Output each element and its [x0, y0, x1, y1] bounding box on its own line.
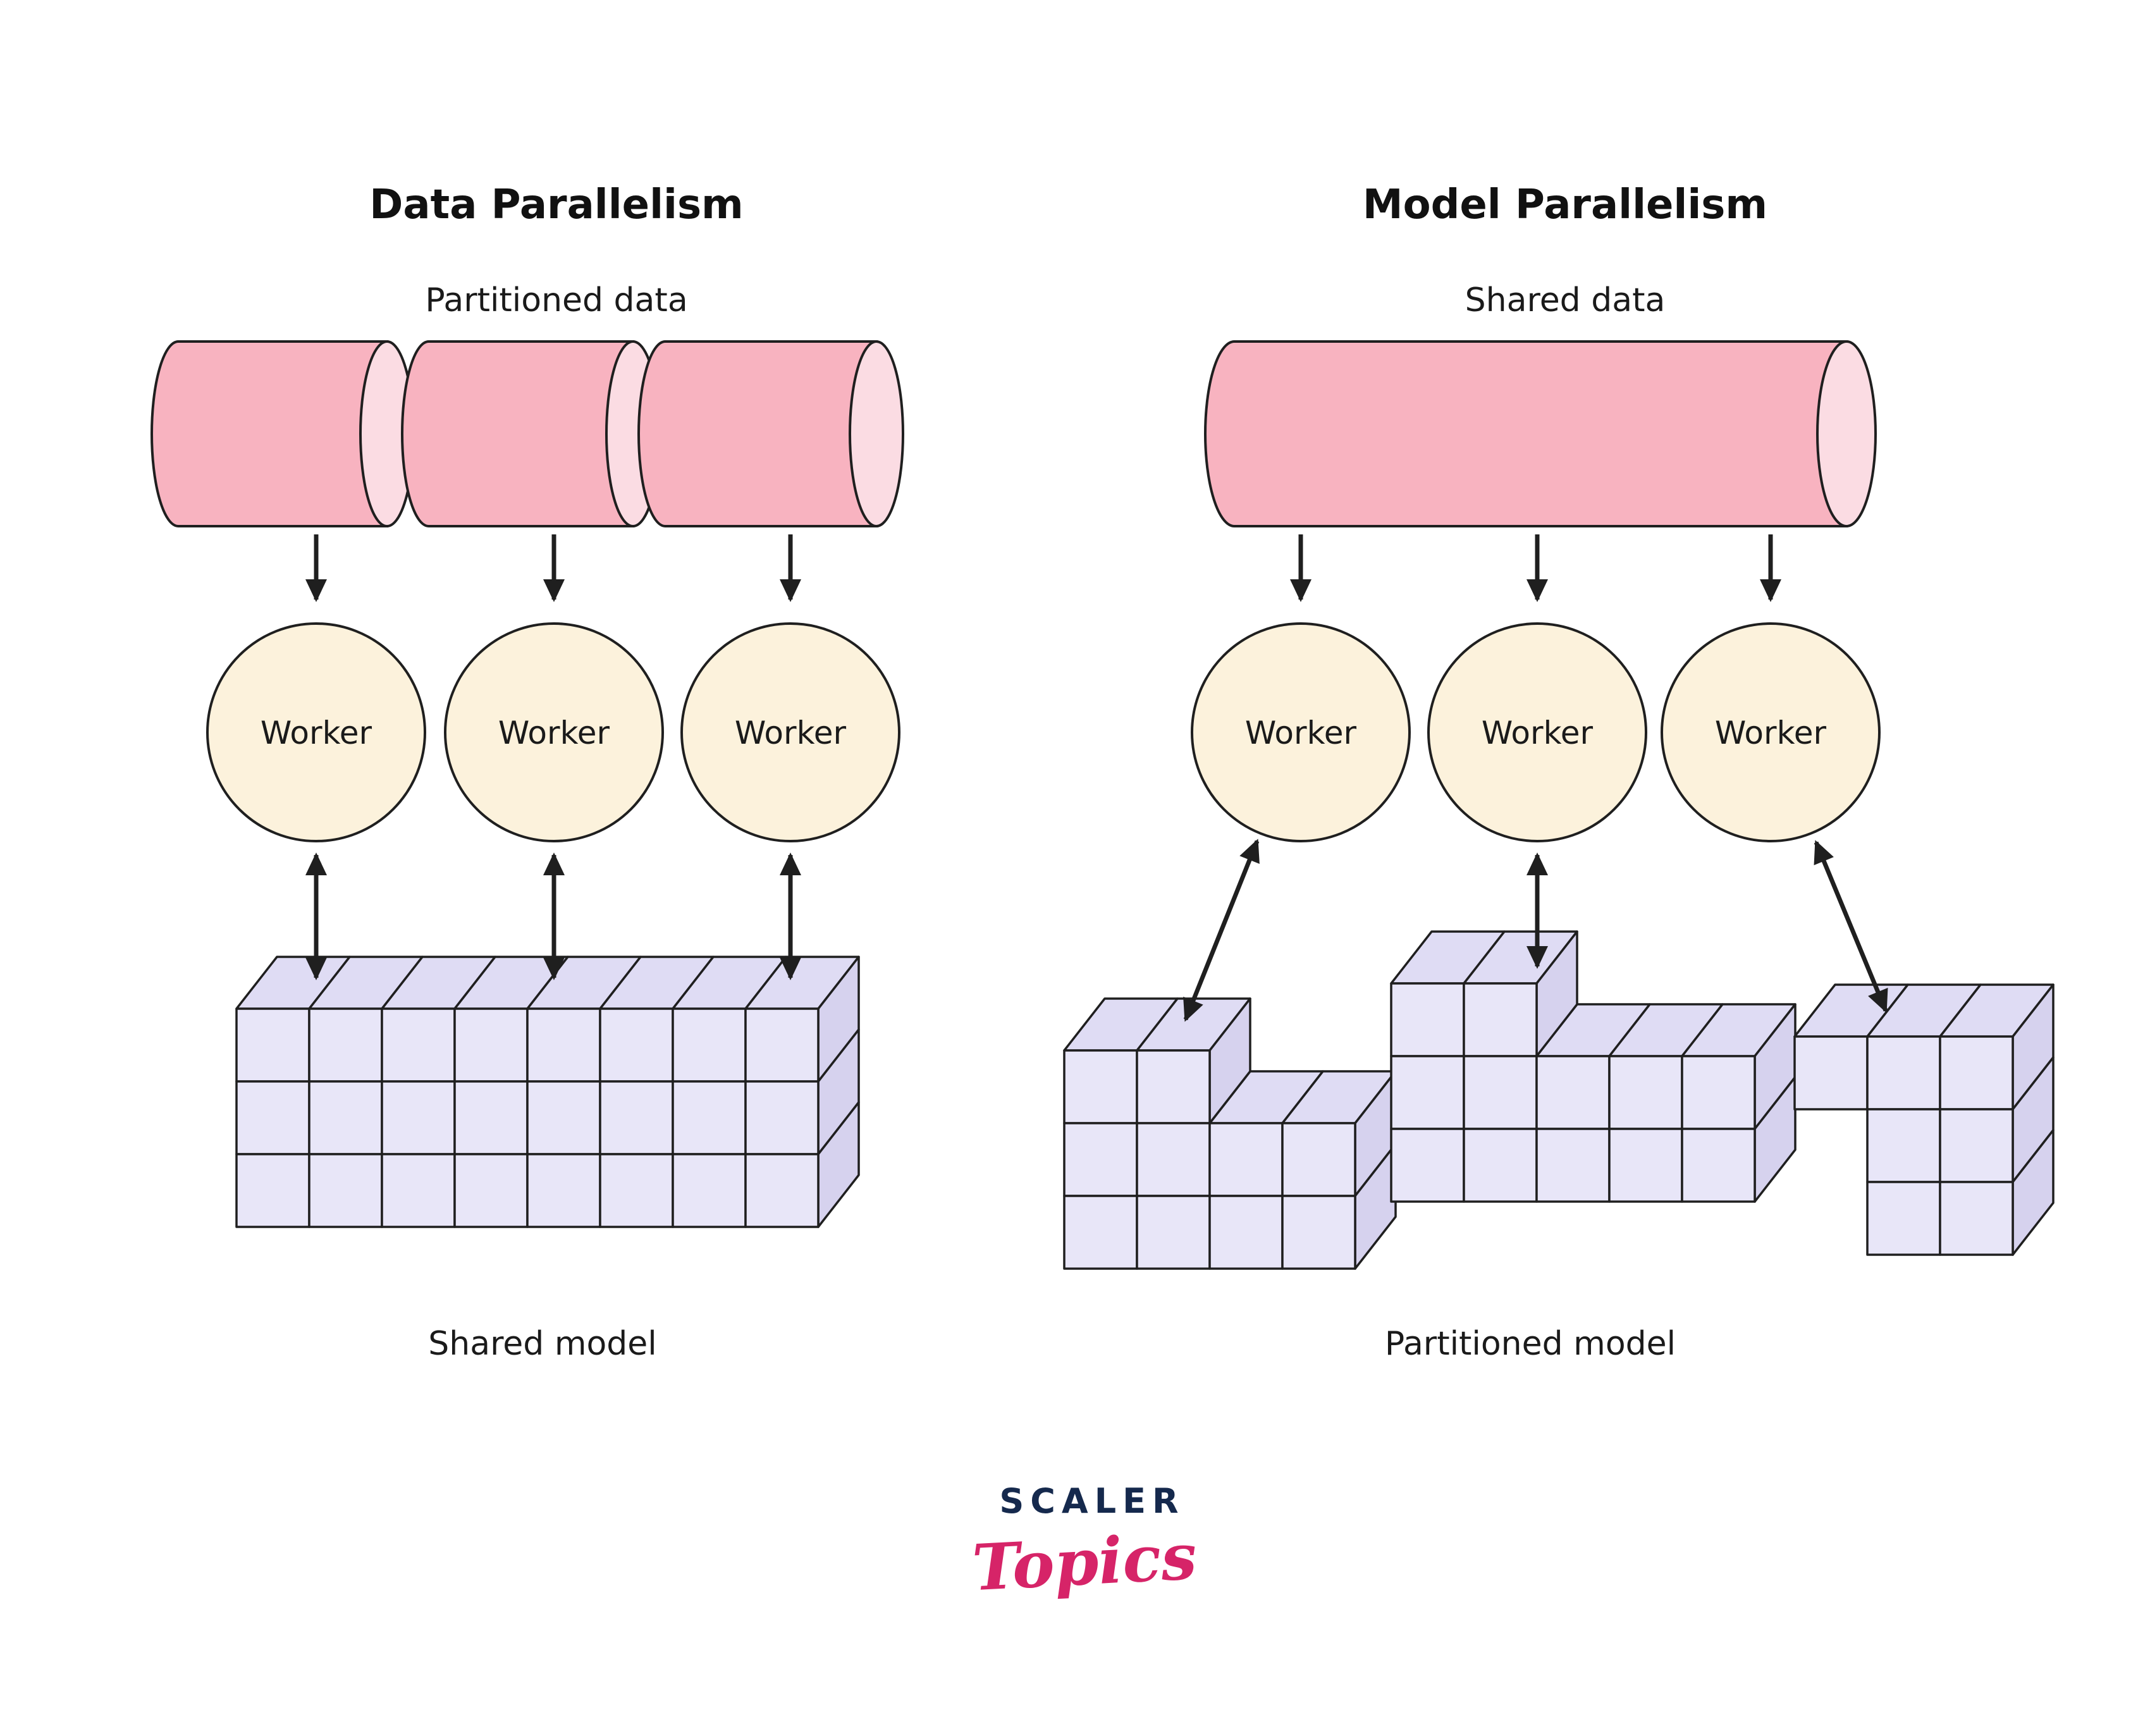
- cube-front-face: [1681, 1128, 1756, 1203]
- cube-front-face: [672, 1153, 747, 1228]
- scaler-brand-text: SCALER: [999, 1481, 1184, 1521]
- partitioned-data-cylinders: [150, 340, 904, 527]
- shared-data-cylinder: [1204, 340, 1877, 527]
- partitioned-model-label: Partitioned model: [1385, 1325, 1676, 1363]
- shared-model-label: Shared model: [428, 1325, 657, 1363]
- right-model-sync-arrows: [1183, 839, 1888, 1022]
- worker-node: Worker: [1661, 622, 1881, 842]
- cube-front-face: [1136, 1195, 1211, 1270]
- cube-front-face: [235, 1080, 310, 1155]
- worker-label: Worker: [1245, 715, 1357, 751]
- cube-front-face: [672, 1080, 747, 1155]
- cube-front-face: [1063, 1122, 1138, 1197]
- cube-front-face: [1136, 1049, 1211, 1124]
- model-parallelism-panel: Model Parallelism Shared data Worker Wor…: [1063, 182, 2055, 1363]
- shared-data-label: Shared data: [1465, 281, 1666, 319]
- worker-node: Worker: [206, 622, 426, 842]
- cube-front-face: [1866, 1108, 1941, 1183]
- worker-node: Worker: [1427, 622, 1647, 842]
- cube-front-face: [1063, 1195, 1138, 1270]
- cube-front-face: [526, 1080, 601, 1155]
- cube-front-face: [1535, 1128, 1611, 1203]
- cube-front-face: [744, 1007, 820, 1083]
- left-model-sync-arrows: [305, 853, 801, 980]
- cube-front-face: [308, 1080, 383, 1155]
- cube-front-face: [1136, 1122, 1211, 1197]
- cube-front-face: [1281, 1122, 1356, 1197]
- cube-front-face: [1208, 1122, 1284, 1197]
- left-panel-title: Data Parallelism: [369, 182, 743, 228]
- cube-front-face: [1939, 1181, 2014, 1256]
- cube-front-face: [1608, 1055, 1683, 1130]
- scaler-topics-logo: SCALER Topics: [971, 1481, 1198, 1605]
- cube-front-face: [744, 1080, 820, 1155]
- cube-front-face: [308, 1007, 383, 1083]
- worker-node: Worker: [444, 622, 664, 842]
- cube-front-face: [1390, 1128, 1465, 1203]
- cube-front-face: [235, 1153, 310, 1228]
- cube-front-face: [672, 1007, 747, 1083]
- cube-front-face: [599, 1080, 674, 1155]
- cube-front-face: [381, 1007, 456, 1083]
- cube-front-face: [308, 1153, 383, 1228]
- partitioned-model-piece-1: [1063, 997, 1397, 1270]
- cube-front-face: [453, 1007, 529, 1083]
- right-panel-title: Model Parallelism: [1363, 182, 1767, 228]
- right-worker-nodes: Worker Worker Worker: [1191, 622, 1881, 842]
- cube-front-face: [526, 1007, 601, 1083]
- worker-node: Worker: [1191, 622, 1411, 842]
- partitioned-model-piece-3: [1793, 983, 2055, 1256]
- worker-label: Worker: [498, 715, 610, 751]
- cube-front-face: [1463, 1128, 1538, 1203]
- shared-model-grid: [235, 956, 860, 1228]
- data-cylinder-segment: [637, 340, 904, 527]
- cube-front-face: [381, 1080, 456, 1155]
- cube-front-face: [453, 1080, 529, 1155]
- cube-front-face: [453, 1153, 529, 1228]
- cube-front-face: [1939, 1108, 2014, 1183]
- data-cylinder-segment: [150, 340, 415, 527]
- cube-front-face: [235, 1007, 310, 1083]
- data-flow-arrows: [305, 534, 801, 602]
- cube-front-face: [1063, 1049, 1138, 1124]
- cube-front-face: [744, 1153, 820, 1228]
- cube-front-face: [1390, 1055, 1465, 1130]
- cube-front-face: [1793, 1035, 1869, 1111]
- data-flow-arrows: [1290, 534, 1781, 602]
- cube-front-face: [526, 1153, 601, 1228]
- cube-front-face: [1866, 1181, 1941, 1256]
- worker-label: Worker: [1482, 715, 1594, 751]
- cube-front-face: [1281, 1195, 1356, 1270]
- topics-wordmark: Topics: [971, 1519, 1198, 1605]
- double-arrow-icon: [1183, 839, 1260, 1022]
- cube-front-face: [1390, 982, 1465, 1057]
- cube-front-face: [1208, 1195, 1284, 1270]
- worker-label: Worker: [261, 715, 372, 751]
- cube-front-face: [599, 1007, 674, 1083]
- cube-front-face: [1681, 1055, 1756, 1130]
- cube-front-face: [1535, 1055, 1611, 1130]
- worker-label: Worker: [1715, 715, 1827, 751]
- worker-label: Worker: [735, 715, 847, 751]
- cube-front-face: [1463, 982, 1538, 1057]
- cube-front-face: [1866, 1035, 1941, 1111]
- data-parallelism-panel: Data Parallelism Partitioned data: [150, 182, 904, 1363]
- cube-front-face: [1608, 1128, 1683, 1203]
- partitioned-data-label: Partitioned data: [425, 281, 687, 319]
- cube-front-face: [381, 1153, 456, 1228]
- worker-node: Worker: [680, 622, 900, 842]
- cube-front-face: [1463, 1055, 1538, 1130]
- partitioned-model-piece-2: [1390, 930, 1797, 1203]
- cube-front-face: [599, 1153, 674, 1228]
- double-arrow-icon: [1814, 840, 1888, 1013]
- data-cylinder-segment: [401, 340, 661, 527]
- cube-front-face: [1939, 1035, 2014, 1111]
- left-worker-nodes: Worker Worker Worker: [206, 622, 900, 842]
